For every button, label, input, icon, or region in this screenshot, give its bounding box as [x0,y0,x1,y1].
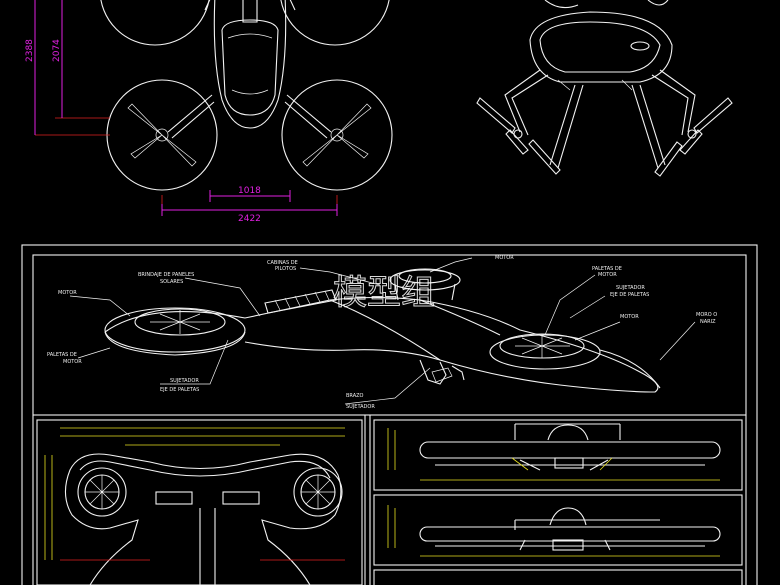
dim-inner-width: 1018 [238,186,261,196]
drone-perspective-view: CABINAS DE PILOTOS BRINDAJE DE PANELES S… [47,255,717,410]
label-cabinas: CABINAS DE [267,260,298,266]
label-nariz: NARIZ [700,319,716,325]
drone-top-view: 2388 2074 1018 2422 [25,0,393,224]
solar-tube [264,289,337,314]
label-brazo: BRAZO [346,393,364,399]
plan-body [64,453,342,585]
side2-body [419,526,721,542]
top-rotor-pod [389,269,461,291]
label-pilotos: PILOTOS [275,266,296,272]
landing-arm [419,359,447,385]
label-sujetador-right: SUJETADOR [616,285,645,291]
label-morro: MORO O [696,312,717,318]
label-sujetador-left: SUJETADOR [170,378,199,384]
plan-rotor-left [77,467,127,517]
label-paletas-de: PALETAS DE [592,266,622,272]
label-motor-right: MOTOR [598,272,617,278]
front-rotor-left [476,97,529,155]
dim-outer-width: 2422 [238,214,261,224]
propeller-right [302,103,372,167]
drone-plan-view [44,427,345,585]
left-rotor-pod [104,307,246,353]
label-solares: SOLARES [160,279,183,285]
side1-body [419,441,721,459]
drone-side-view-1 [387,423,721,481]
drone-front-view [476,0,733,177]
label-paletas-left: PALETAS DE [47,352,77,358]
label-motor-left2: MOTOR [63,359,82,365]
front-fuselage [529,11,673,83]
rotor-disc-bottom-right [281,79,393,191]
label-motor-top: MOTOR [495,255,514,261]
label-eje-right: EJE DE PALETAS [610,292,649,298]
drone-side-view-2 [387,505,721,557]
dim-outer-height: 2388 [25,39,35,62]
arm-left [167,94,215,139]
front-rotor-right [679,97,733,155]
main-body [104,296,659,393]
sheet-frame [21,244,758,585]
watermark: 模型组 [333,273,435,313]
fuselage [213,0,287,129]
arm-right [284,94,332,139]
plan-rotor-right [293,467,343,517]
label-motor-left: MOTOR [58,290,77,296]
rotor-disc-top-left [100,0,210,46]
label-sujetador-bottom: SUJETADOR [346,404,375,410]
rotor-disc-top-right [280,0,390,46]
propeller-left [127,103,197,167]
dim-inner-height: 2074 [52,39,62,62]
label-motor-mid: MOTOR [620,314,639,320]
label-eje-left: EJE DE PALETAS [160,387,199,393]
leader-lines [69,257,696,405]
label-brindaje: BRINDAJE DE PANELES [138,272,194,278]
